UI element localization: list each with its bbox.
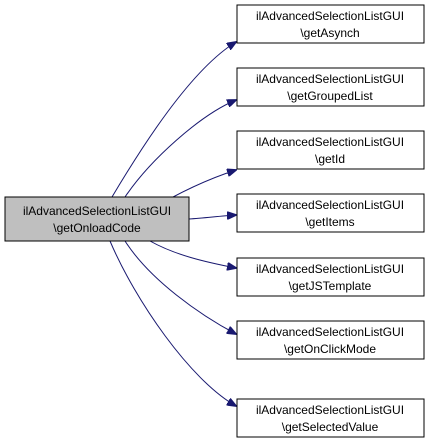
target-node-box — [236, 67, 425, 107]
edge-arrow-4 — [149, 240, 236, 268]
target-node-label-1: ilAdvancedSelectionListGUI — [256, 262, 404, 276]
target-node-box — [236, 193, 425, 233]
target-node-label-1: ilAdvancedSelectionListGUI — [256, 325, 404, 339]
target-node-label-1: ilAdvancedSelectionListGUI — [256, 403, 404, 417]
target-node-getgroupedlist[interactable]: ilAdvancedSelectionListGUI \getGroupedLi… — [236, 67, 425, 107]
target-node-label-1: ilAdvancedSelectionListGUI — [256, 72, 404, 86]
target-node-label-2: \getItems — [305, 215, 354, 229]
edge-arrow-0 — [111, 42, 236, 198]
target-node-label-2: \getJSTemplate — [289, 279, 372, 293]
target-node-label-2: \getSelectedValue — [282, 420, 379, 434]
source-node-box — [4, 196, 190, 242]
source-node[interactable]: ilAdvancedSelectionListGUI \getOnloadCod… — [4, 196, 190, 242]
target-node-box — [236, 320, 425, 360]
source-node-label-2: \getOnloadCode — [53, 221, 141, 235]
target-node-getjstemplate[interactable]: ilAdvancedSelectionListGUI \getJSTemplat… — [236, 257, 425, 297]
target-node-getasynch[interactable]: ilAdvancedSelectionListGUI \getAsynch — [236, 4, 425, 44]
target-node-label-1: ilAdvancedSelectionListGUI — [256, 198, 404, 212]
target-node-label-1: ilAdvancedSelectionListGUI — [256, 9, 404, 23]
target-node-label-2: \getOnClickMode — [284, 342, 376, 356]
target-node-getonclickmode[interactable]: ilAdvancedSelectionListGUI \getOnClickMo… — [236, 320, 425, 360]
target-node-box — [236, 130, 425, 170]
target-node-label-1: ilAdvancedSelectionListGUI — [256, 135, 404, 149]
target-node-getitems[interactable]: ilAdvancedSelectionListGUI \getItems — [236, 193, 425, 233]
edge-arrow-3 — [188, 215, 236, 219]
edge-arrow-6 — [109, 240, 236, 406]
edge-arrow-5 — [124, 240, 236, 334]
edge-arrow-1 — [124, 100, 236, 198]
target-node-label-2: \getId — [315, 152, 345, 166]
target-node-getid[interactable]: ilAdvancedSelectionListGUI \getId — [236, 130, 425, 170]
target-node-getselectedvalue[interactable]: ilAdvancedSelectionListGUI \getSelectedV… — [236, 398, 425, 438]
target-node-box — [236, 4, 425, 44]
target-node-box — [236, 398, 425, 438]
target-node-box — [236, 257, 425, 297]
target-node-label-2: \getGroupedList — [287, 89, 373, 103]
target-node-label-2: \getAsynch — [300, 26, 359, 40]
source-node-label-1: ilAdvancedSelectionListGUI — [23, 204, 171, 218]
